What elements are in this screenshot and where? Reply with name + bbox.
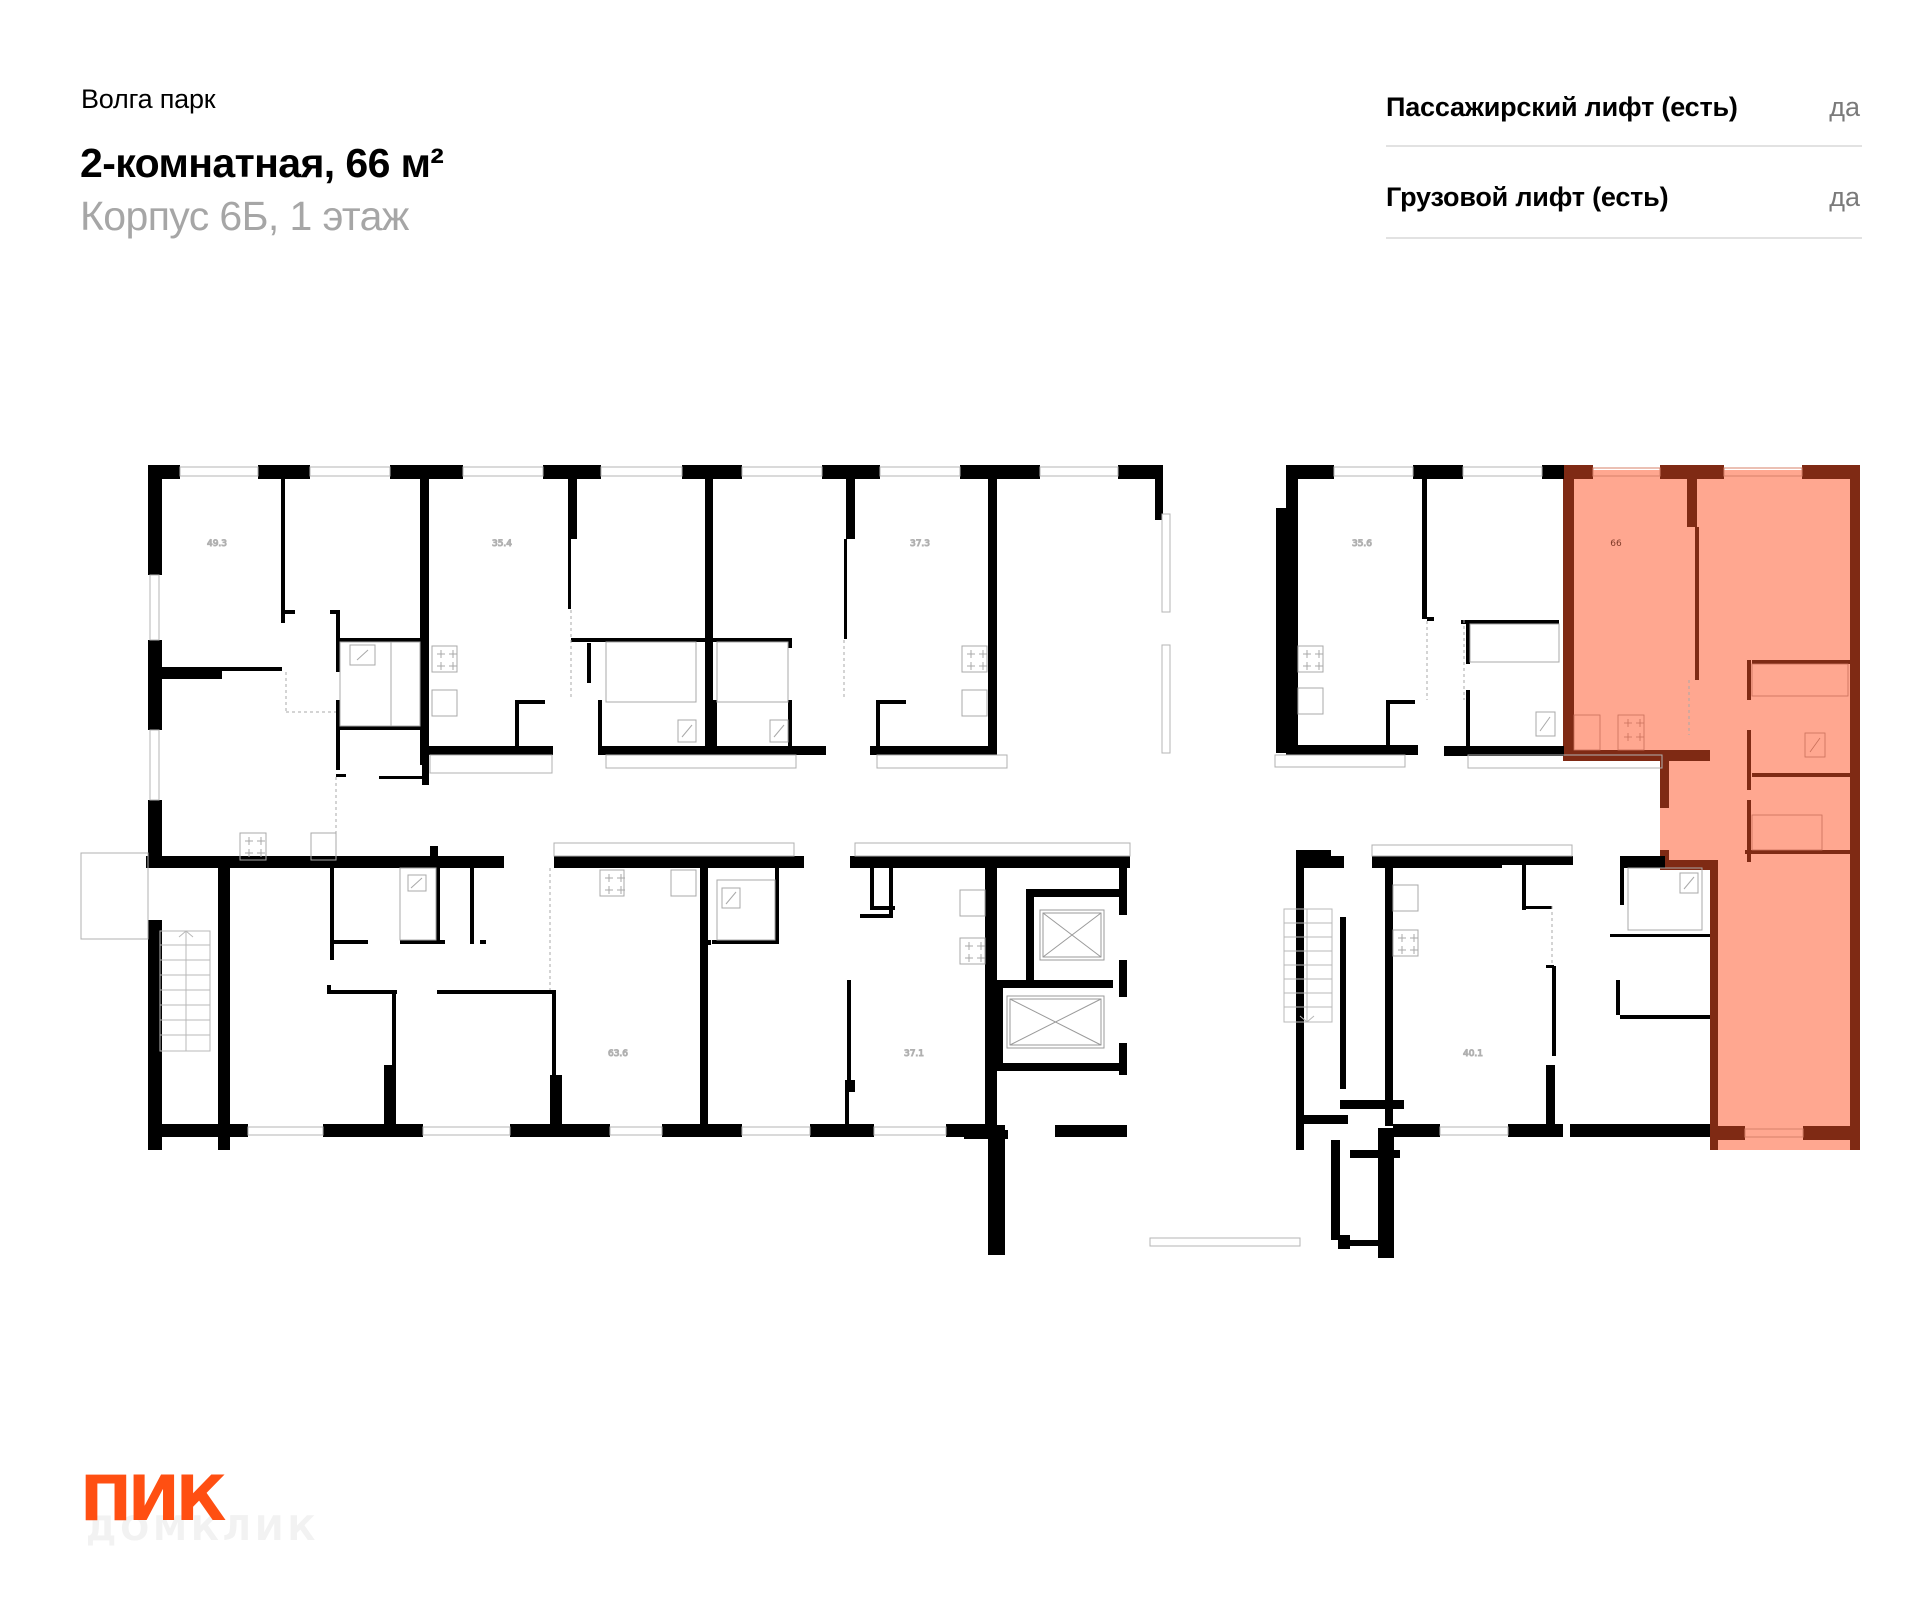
feature-passenger-elevator: Пассажирский лифт (есть) да — [1386, 68, 1862, 147]
apartment-title: 2-комнатная, 66 м² — [80, 140, 444, 186]
apartment-area-label: 37.3 — [910, 539, 930, 549]
feature-label: Пассажирский лифт (есть) — [1386, 92, 1738, 122]
pik-logo-text: ПИК — [80, 1470, 226, 1535]
feature-value: да — [1829, 181, 1860, 212]
apartment-area-label: 40.1 — [1463, 1049, 1483, 1059]
domclick-watermark: ДОМКЛИК — [86, 1509, 319, 1549]
fixtures: 49.3 35.4 37.3 35.6 63.6 37.1 40.1 — [80, 539, 1703, 1060]
apartment-area-label: 63.6 — [608, 1049, 628, 1059]
apartment-area-label: 66 — [1610, 539, 1622, 549]
walls — [146, 465, 1710, 1258]
feature-label: Грузовой лифт (есть) — [1386, 181, 1669, 212]
feature-freight-elevator: Грузовой лифт (есть) да — [1386, 147, 1862, 239]
apartment-area-label: 37.1 — [904, 1049, 924, 1059]
selected-apartment[interactable]: 66 — [1563, 465, 1860, 1150]
features-list: Пассажирский лифт (есть) да Грузовой лиф… — [1386, 68, 1862, 239]
apartment-area-label: 35.6 — [1352, 539, 1372, 549]
project-name: Волга парк — [81, 84, 216, 114]
building-floor-subtitle: Корпус 6Б, 1 этаж — [80, 193, 409, 239]
pik-logo: ДОМКЛИК ПИК — [80, 1470, 319, 1549]
room-labels: 49.3 35.4 37.3 35.6 63.6 37.1 40.1 — [206, 539, 1483, 1060]
feature-value: да — [1829, 92, 1860, 122]
apartment-area-label: 35.4 — [492, 539, 512, 549]
windows — [149, 466, 1543, 1247]
apartment-area-label: 49.3 — [207, 539, 227, 549]
